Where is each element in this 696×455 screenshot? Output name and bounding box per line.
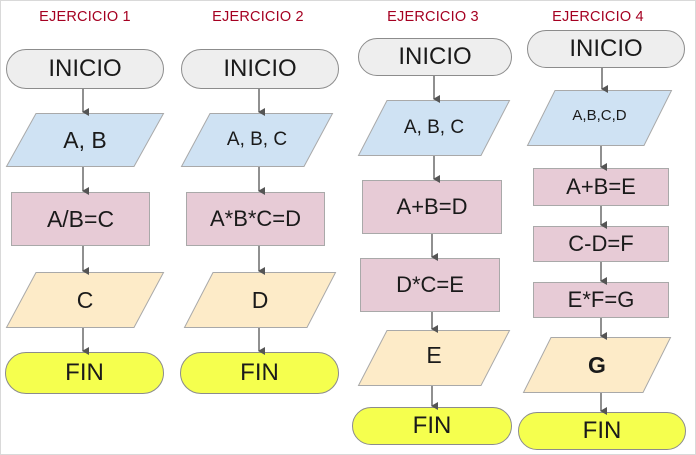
ex4-input-shape <box>526 90 673 146</box>
ex2-start-terminal: INICIO <box>181 49 339 89</box>
ex4-process-1: A+B=E <box>533 168 669 206</box>
title-ejercicio-4: EJERCICIO 4 <box>552 9 644 25</box>
ex1-process-1: A/B=C <box>11 192 150 246</box>
ex1-output-parallelogram: C <box>5 272 165 328</box>
ex2-output-label: D <box>251 286 269 313</box>
ex3-process-2: D*C=E <box>360 258 500 312</box>
ex2-output-shape <box>183 272 337 328</box>
ex2-input-label: A, B, C <box>226 129 288 150</box>
ex2-end-terminal: FIN <box>180 352 339 394</box>
ex4-output-shape <box>522 337 672 393</box>
ex2-output-parallelogram: D <box>183 272 337 328</box>
ex1-input-shape <box>5 113 165 167</box>
ex3-input-parallelogram: A, B, C <box>357 100 511 156</box>
ex2-input-shape <box>180 113 334 167</box>
title-ejercicio-1: EJERCICIO 1 <box>39 9 131 25</box>
ex2-process-1: A*B*C=D <box>186 192 325 246</box>
ex3-output-parallelogram: E <box>357 330 511 386</box>
ex3-input-shape <box>357 100 511 156</box>
title-ejercicio-2: EJERCICIO 2 <box>212 9 304 25</box>
ex4-start-terminal: INICIO <box>527 30 685 68</box>
ex2-input-parallelogram: A, B, C <box>180 113 334 167</box>
ex4-input-label: A,B,C,D <box>572 106 627 124</box>
ex1-input-parallelogram: A, B <box>5 113 165 167</box>
ex4-output-label: G <box>588 351 606 378</box>
ex1-start-terminal: INICIO <box>6 49 164 89</box>
ex3-start-terminal: INICIO <box>358 38 512 76</box>
title-ejercicio-3: EJERCICIO 3 <box>387 9 479 25</box>
ex1-end-terminal: FIN <box>5 352 164 394</box>
ex1-output-label: C <box>76 286 94 313</box>
ex3-output-shape <box>357 330 511 386</box>
ex4-process-3: E*F=G <box>533 282 669 318</box>
ex3-process-1: A+B=D <box>362 180 502 234</box>
ex4-process-2: C-D=F <box>533 226 669 262</box>
ex1-output-shape <box>5 272 165 328</box>
ex1-input-label: A, B <box>63 126 107 153</box>
ex4-end-terminal: FIN <box>518 412 686 450</box>
ex3-output-label: E <box>426 341 442 368</box>
ex3-end-terminal: FIN <box>352 407 512 445</box>
ex3-input-label: A, B, C <box>403 117 465 138</box>
ex4-output-parallelogram: G <box>522 337 672 393</box>
ex4-input-parallelogram: A,B,C,D <box>526 90 673 146</box>
